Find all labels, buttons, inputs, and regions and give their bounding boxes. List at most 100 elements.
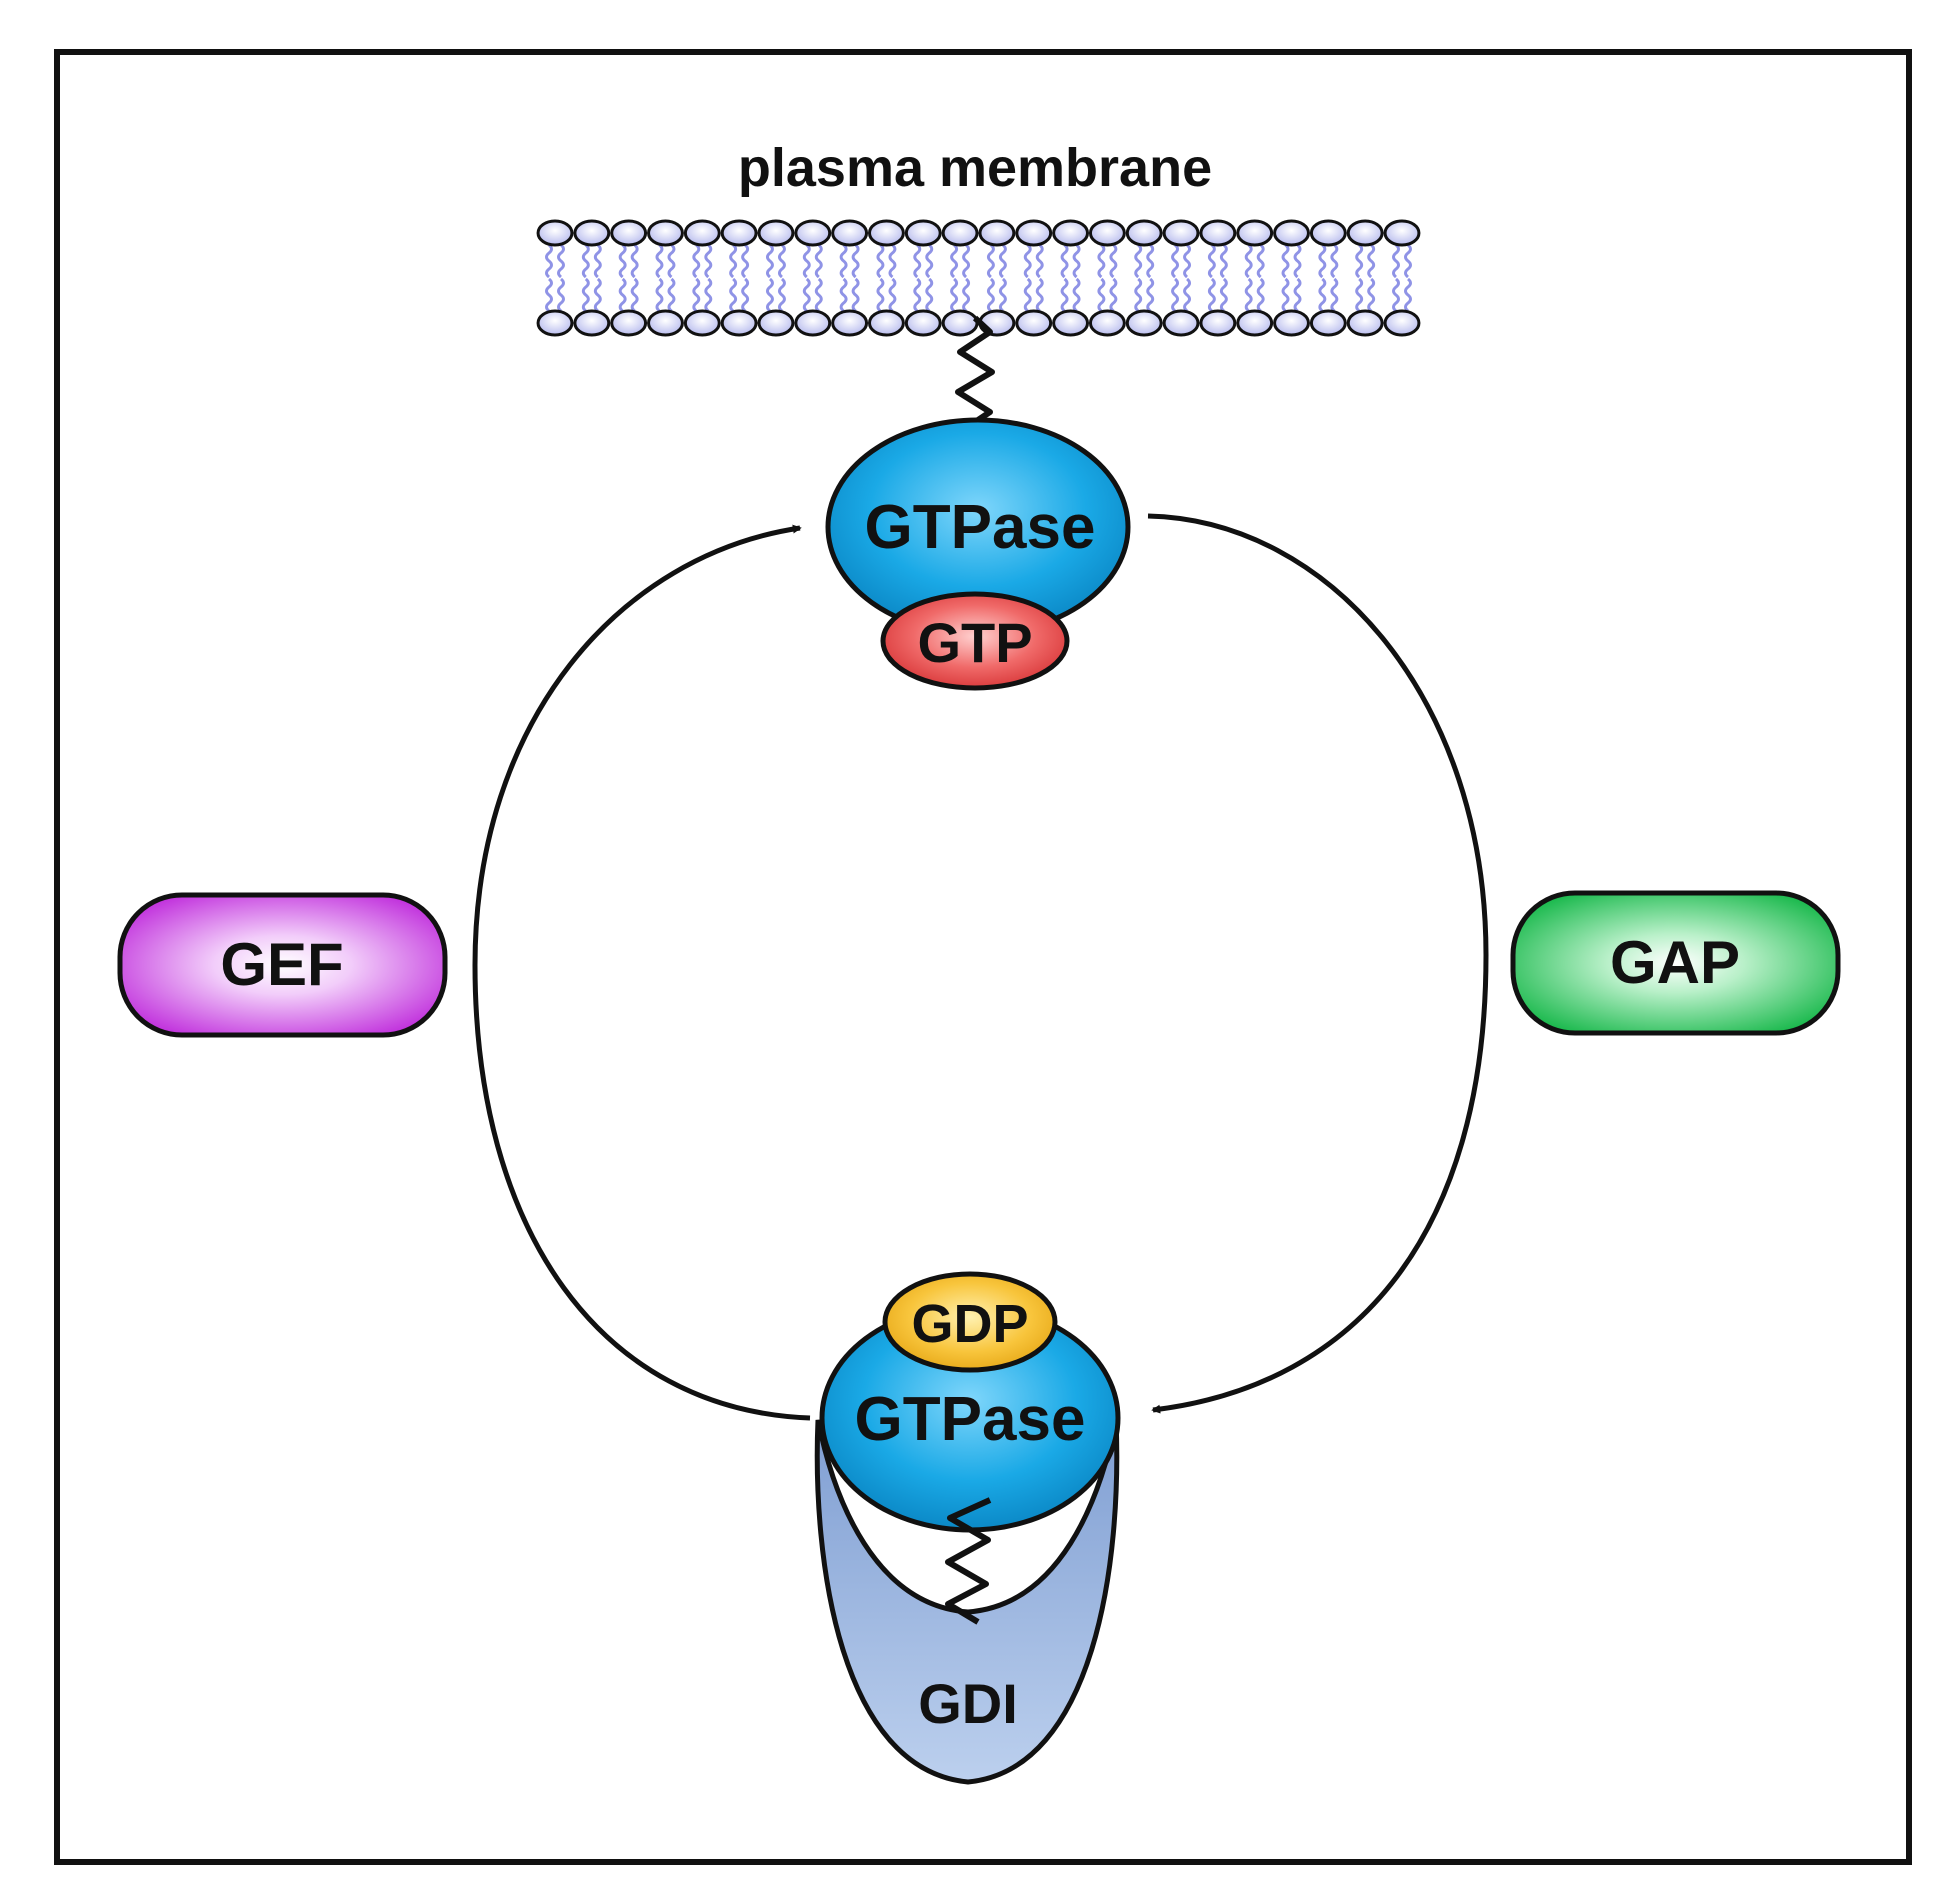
lipid-tail bbox=[1146, 243, 1155, 279]
lipid-tail bbox=[777, 277, 786, 313]
active-gtpase-complex: GTPase GTP bbox=[825, 417, 1131, 691]
lipid-tail bbox=[986, 243, 995, 279]
lipid-head bbox=[1199, 309, 1237, 337]
lipid-tail bbox=[581, 243, 590, 279]
lipid-tail bbox=[630, 277, 639, 313]
inactive-gtpase-complex: GDI GDP GTPase bbox=[814, 1271, 1121, 1785]
inactivation-arrow bbox=[1147, 513, 1489, 1414]
lipid-tail bbox=[1392, 243, 1400, 279]
lipid-head bbox=[1125, 309, 1163, 337]
lipid-tail bbox=[986, 277, 995, 313]
lipid-tail bbox=[1023, 277, 1032, 313]
lipid-tail bbox=[1256, 243, 1265, 279]
gtpase-active-label: GTPase bbox=[865, 493, 1096, 562]
lipid-head bbox=[1088, 219, 1126, 247]
lipid-tail bbox=[950, 277, 959, 313]
lipid-head bbox=[1052, 219, 1090, 247]
lipid-tail bbox=[1293, 243, 1302, 279]
lipid-head bbox=[1383, 219, 1421, 247]
lipid-anchor-inactive bbox=[945, 1497, 992, 1625]
lipid-tail bbox=[1281, 277, 1290, 313]
lipid-tail bbox=[1035, 243, 1044, 279]
lipid-head bbox=[904, 309, 942, 337]
lipid-head bbox=[1273, 309, 1310, 337]
gtp-nucleotide bbox=[880, 591, 1070, 691]
lipid-head bbox=[1346, 219, 1384, 247]
gef-regulator: GEF bbox=[117, 892, 448, 1038]
lipid-tail bbox=[1023, 243, 1032, 279]
lipid-head bbox=[610, 219, 648, 247]
lipid-tail bbox=[913, 243, 922, 279]
lipid-tail bbox=[741, 277, 750, 313]
lipid-tail bbox=[802, 243, 811, 279]
lipid-head bbox=[1236, 309, 1274, 337]
lipid-head bbox=[1383, 309, 1421, 337]
lipid-tail bbox=[925, 277, 934, 313]
lipid-head bbox=[573, 219, 611, 247]
lipid-tail bbox=[962, 243, 971, 279]
lipid-head bbox=[1162, 309, 1200, 337]
lipid-head bbox=[794, 219, 832, 247]
lipid-head bbox=[610, 309, 648, 337]
lipid-tail bbox=[1146, 277, 1155, 313]
lipid-head bbox=[720, 309, 758, 337]
lipid-tail bbox=[1207, 277, 1216, 313]
lipid-tail bbox=[655, 277, 664, 313]
lipid-tail bbox=[888, 243, 897, 279]
lipid-tail bbox=[630, 243, 639, 279]
lipid-tail bbox=[1330, 277, 1339, 313]
lipid-tail bbox=[1318, 243, 1327, 279]
gtp-label: GTP bbox=[917, 611, 1032, 674]
lipid-tail bbox=[777, 243, 786, 279]
lipid-tail bbox=[729, 243, 738, 279]
lipid-tail bbox=[876, 277, 885, 313]
lipid-tail bbox=[1392, 277, 1400, 313]
lipid-head bbox=[1346, 309, 1384, 337]
lipid-tail bbox=[1035, 277, 1044, 313]
lipid-tail bbox=[1355, 243, 1364, 279]
lipid-head bbox=[867, 219, 905, 247]
lipid-tail bbox=[1244, 277, 1253, 313]
lipid-head bbox=[683, 309, 721, 337]
lipid-head bbox=[647, 219, 684, 247]
gef-label: GEF bbox=[220, 931, 343, 998]
membrane-label: plasma membrane bbox=[738, 138, 1212, 198]
lipid-bilayer bbox=[536, 219, 1421, 337]
lipid-tail bbox=[1060, 277, 1069, 313]
lipid-head bbox=[978, 219, 1016, 247]
lipid-tail bbox=[888, 277, 897, 313]
lipid-head bbox=[536, 219, 574, 247]
lipid-tail bbox=[667, 277, 676, 313]
lipid-tail bbox=[655, 243, 664, 279]
lipid-tail bbox=[998, 277, 1007, 313]
lipid-tail bbox=[913, 277, 922, 313]
lipid-tail bbox=[1367, 243, 1376, 279]
lipid-head bbox=[683, 219, 721, 247]
lipid-tail bbox=[1219, 243, 1228, 279]
lipid-tail bbox=[741, 243, 750, 279]
lipid-tail bbox=[1281, 243, 1290, 279]
lipid-tail bbox=[692, 277, 701, 313]
lipid-tail bbox=[1219, 277, 1228, 313]
lipid-head bbox=[1052, 309, 1090, 337]
lipid-tail bbox=[1109, 243, 1118, 279]
lipid-tail bbox=[1244, 243, 1253, 279]
lipid-tail bbox=[545, 243, 553, 279]
lipid-head bbox=[831, 219, 869, 247]
lipid-tail bbox=[557, 243, 565, 279]
lipid-tail bbox=[802, 277, 811, 313]
lipid-tail bbox=[814, 243, 823, 279]
lipid-head bbox=[1273, 219, 1310, 247]
lipid-tail bbox=[704, 277, 713, 313]
gap-regulator: GAP bbox=[1510, 890, 1841, 1036]
lipid-head bbox=[867, 309, 905, 337]
lipid-tail bbox=[557, 277, 565, 313]
lipid-tail bbox=[1072, 243, 1081, 279]
lipid-head bbox=[904, 219, 942, 247]
lipid-tail bbox=[1404, 243, 1412, 279]
lipid-tail bbox=[1171, 277, 1180, 313]
lipid-head bbox=[1162, 219, 1200, 247]
lipid-tail bbox=[851, 277, 860, 313]
lipid-head bbox=[647, 309, 684, 337]
